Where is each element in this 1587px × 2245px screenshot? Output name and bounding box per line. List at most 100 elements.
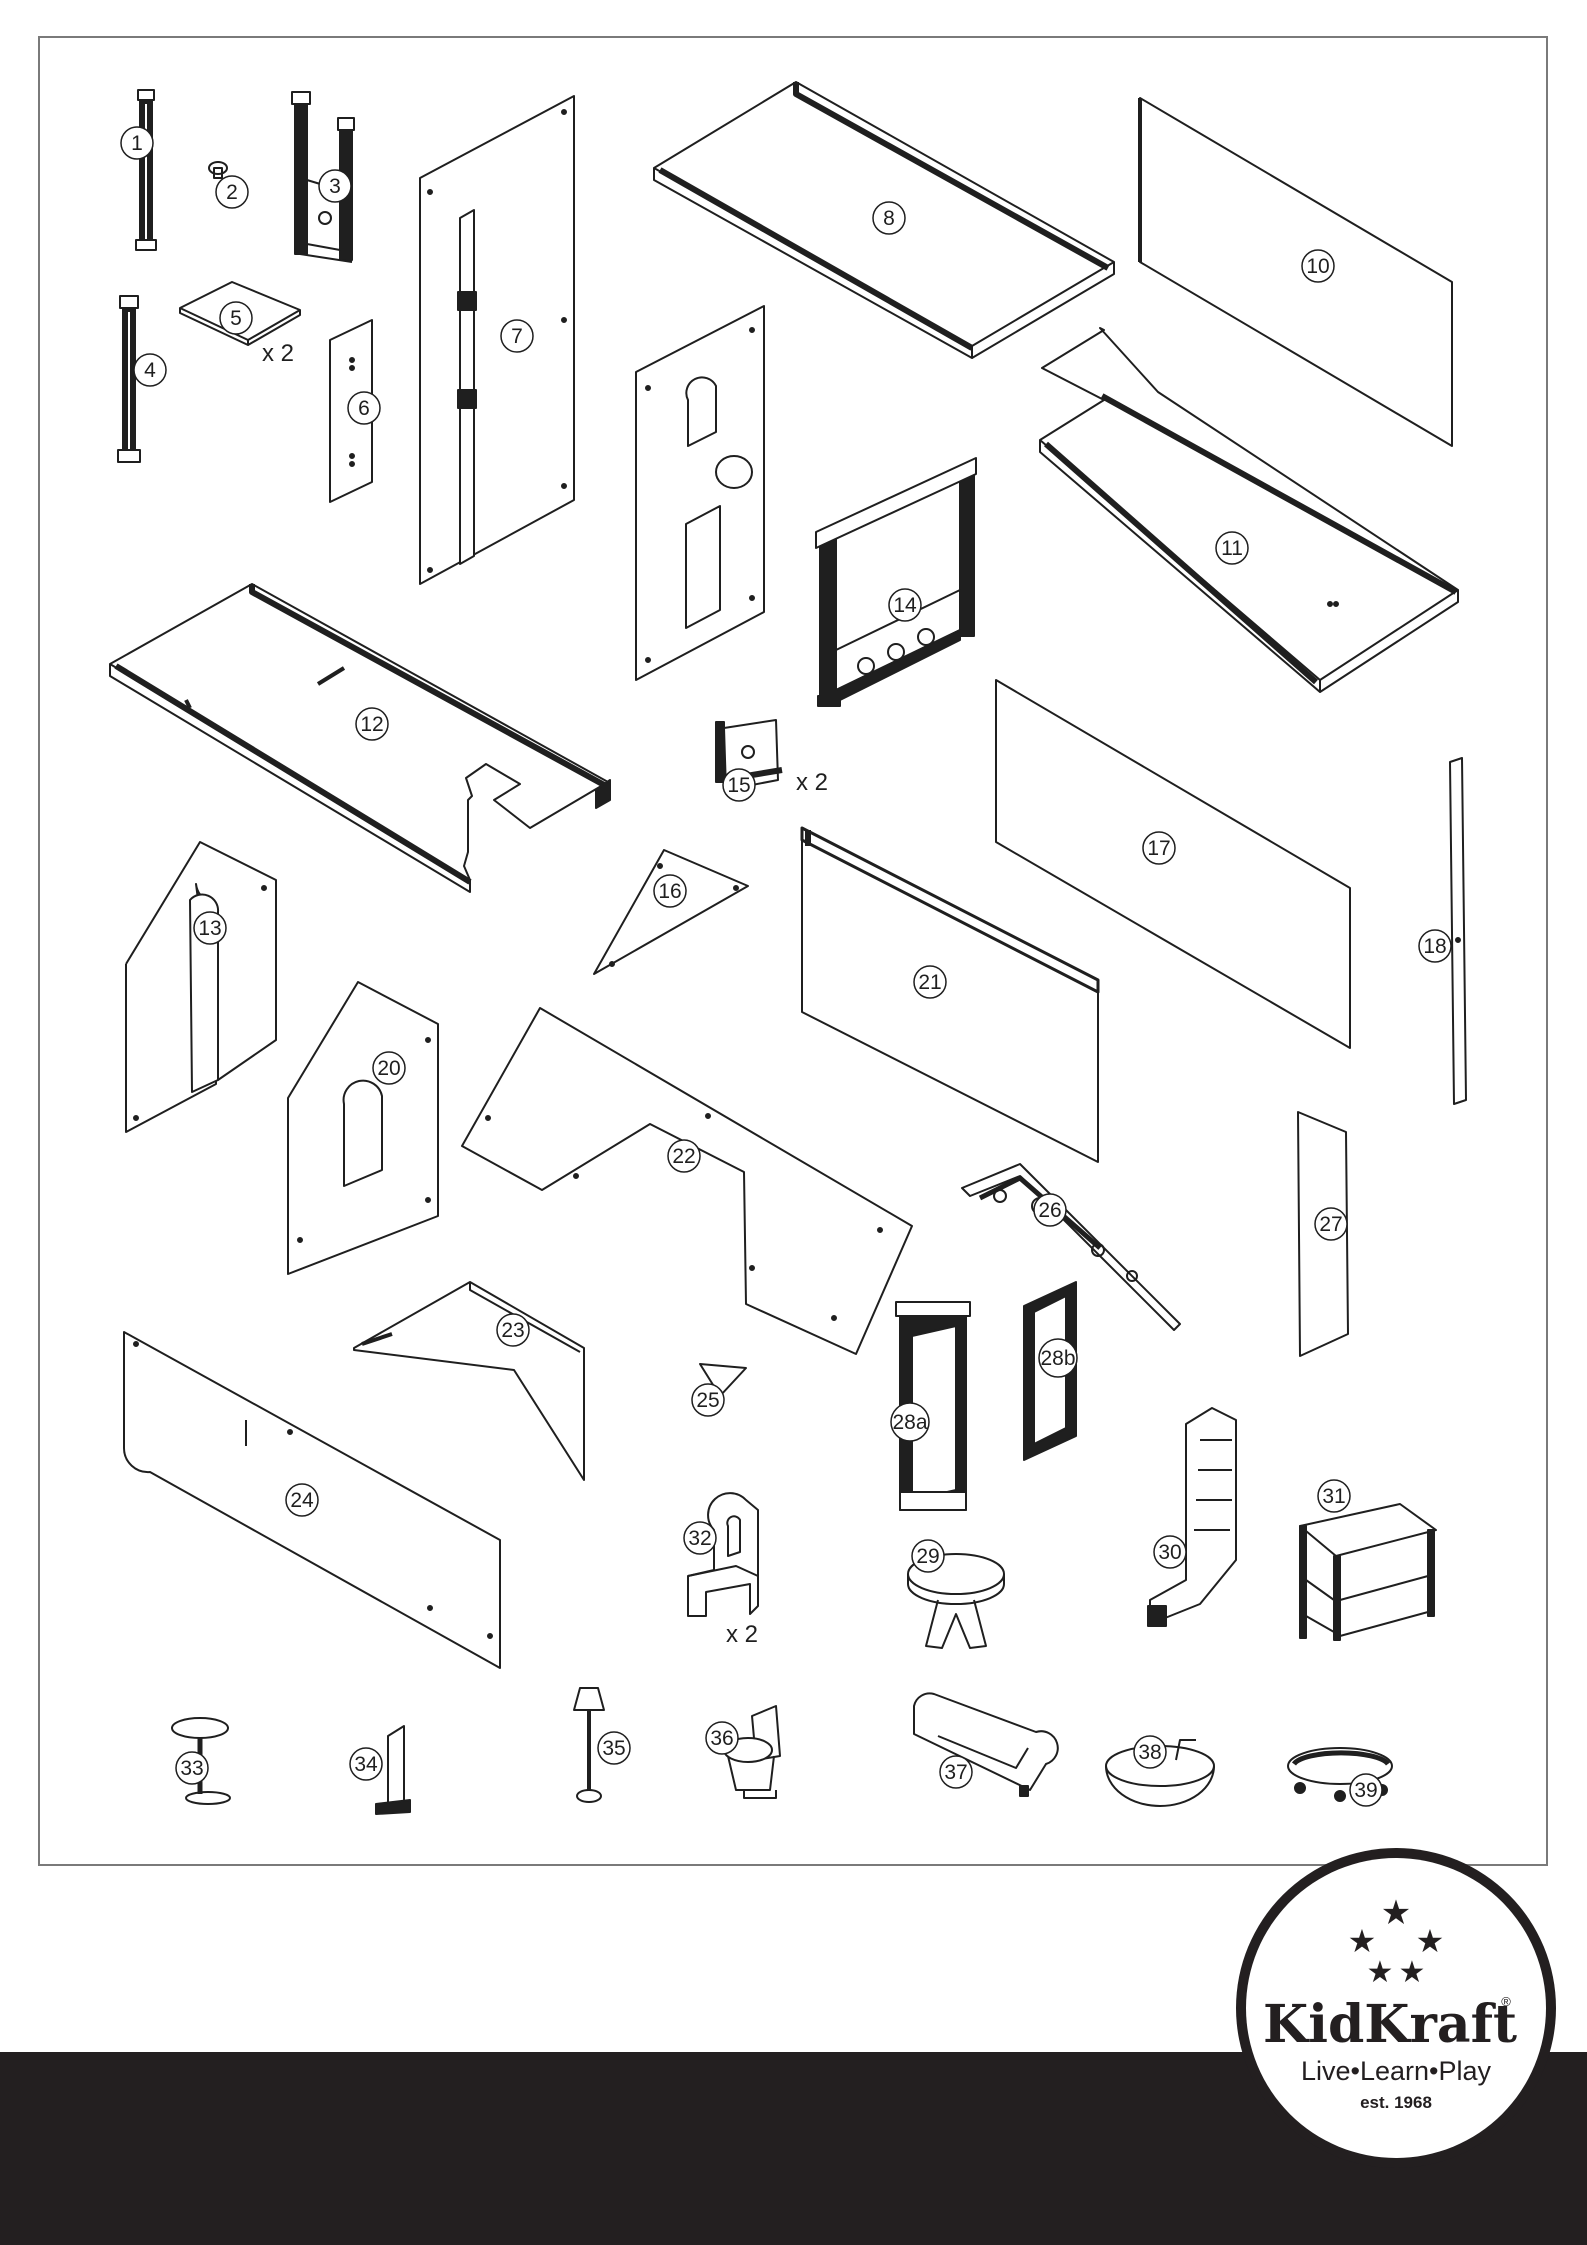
part-14-railing-frame <box>816 458 976 706</box>
callout-28b: 28b <box>1039 1339 1077 1377</box>
part-16-roof-brace <box>594 850 748 974</box>
callout-39: 39 <box>1350 1774 1382 1806</box>
callout-label: 1 <box>131 132 143 155</box>
callout-label: 39 <box>1354 1779 1377 1802</box>
part-18-tall-post <box>1450 758 1466 1104</box>
callout-label: 36 <box>710 1727 733 1750</box>
quantity-note-5: x 2 <box>262 340 294 367</box>
callout-16: 16 <box>654 875 686 907</box>
callout-3: 3 <box>319 170 351 202</box>
callout-label: 37 <box>944 1761 967 1784</box>
callout-34: 34 <box>350 1748 382 1780</box>
part-31-canopy-bed <box>1300 1504 1436 1640</box>
part-22-roof-panel <box>462 1008 912 1354</box>
part-wall-with-door <box>636 306 764 680</box>
callout-27: 27 <box>1315 1208 1347 1240</box>
callout-8: 8 <box>873 202 905 234</box>
callout-label: 31 <box>1322 1485 1345 1508</box>
callout-22: 22 <box>668 1140 700 1172</box>
callout-label: 17 <box>1147 837 1170 860</box>
callout-7: 7 <box>501 320 533 352</box>
callout-label: 38 <box>1138 1741 1161 1764</box>
callout-23: 23 <box>497 1314 529 1346</box>
svg-text:★: ★ <box>1367 1955 1394 1990</box>
brand-tagline: Live•Learn•Play <box>1301 2056 1492 2086</box>
callout-21: 21 <box>914 966 946 998</box>
callout-6: 6 <box>348 392 380 424</box>
callout-label: 30 <box>1158 1541 1181 1564</box>
callout-17: 17 <box>1143 832 1175 864</box>
callout-5: 5 <box>220 302 252 334</box>
callout-label: 7 <box>511 325 523 348</box>
callout-label: 20 <box>377 1057 400 1080</box>
callout-label: 6 <box>358 397 370 420</box>
callout-15: 15 <box>723 769 755 801</box>
callout-25: 25 <box>692 1384 724 1416</box>
part-callouts: 1234567810111213141516171820212223242526… <box>121 127 1451 1806</box>
callout-label: 29 <box>916 1545 939 1568</box>
callout-label: 14 <box>893 594 917 617</box>
callout-32: 32 <box>684 1522 716 1554</box>
svg-text:★: ★ <box>1399 1955 1426 1990</box>
callout-13: 13 <box>194 912 226 944</box>
callout-1: 1 <box>121 127 153 159</box>
callout-24: 24 <box>286 1484 318 1516</box>
kidkraft-logo: ★ ★ ★ ★ ★ KidKraft ® Live•Learn•Play est… <box>1234 1846 1558 2170</box>
part-20-gable-wall <box>288 982 438 1274</box>
part-21-side-wall <box>802 828 1098 1162</box>
callout-label: 13 <box>198 917 221 940</box>
callout-11: 11 <box>1216 532 1248 564</box>
callout-label: 25 <box>696 1389 719 1412</box>
part-1-post <box>136 90 156 250</box>
callout-label: 24 <box>290 1489 314 1512</box>
callout-33: 33 <box>176 1752 208 1784</box>
callout-label: 10 <box>1306 255 1329 278</box>
callout-label: 21 <box>918 971 941 994</box>
brand-name: KidKraft <box>1263 1994 1517 2055</box>
callout-10: 10 <box>1302 250 1334 282</box>
callout-label: 28b <box>1040 1347 1075 1370</box>
callout-label: 4 <box>144 359 156 382</box>
part-11-floor-board <box>1040 328 1458 692</box>
quantity-note-15: x 2 <box>796 769 828 796</box>
callout-2: 2 <box>216 176 248 208</box>
callout-label: 28a <box>892 1411 927 1434</box>
callout-label: 22 <box>672 1145 695 1168</box>
callout-label: 35 <box>602 1737 625 1760</box>
svg-text:★: ★ <box>1381 1893 1411 1933</box>
callout-label: 2 <box>226 181 238 204</box>
callout-label: 34 <box>354 1753 378 1776</box>
callout-38: 38 <box>1134 1736 1166 1768</box>
callout-label: 8 <box>883 207 895 230</box>
callout-30: 30 <box>1154 1536 1186 1568</box>
callout-label: 32 <box>688 1527 711 1550</box>
callout-18: 18 <box>1419 930 1451 962</box>
quantity-note-32: x 2 <box>726 1621 758 1648</box>
callout-4: 4 <box>134 354 166 386</box>
part-7-wall-panel <box>420 96 574 584</box>
part-30-spiral-staircase <box>1148 1408 1236 1626</box>
part-37-chaise-lounge <box>914 1693 1058 1796</box>
callout-label: 11 <box>1221 537 1243 560</box>
part-36-toilet <box>724 1706 780 1798</box>
callout-20: 20 <box>373 1052 405 1084</box>
callout-35: 35 <box>598 1732 630 1764</box>
callout-label: 12 <box>360 713 383 736</box>
callout-label: 26 <box>1038 1199 1061 1222</box>
callout-label: 16 <box>658 880 681 903</box>
callout-label: 23 <box>501 1319 524 1342</box>
callout-label: 27 <box>1319 1213 1342 1236</box>
callout-29: 29 <box>912 1540 944 1572</box>
callout-36: 36 <box>706 1722 738 1754</box>
callout-label: 18 <box>1423 935 1446 958</box>
callout-label: 15 <box>727 774 750 797</box>
callout-26: 26 <box>1034 1194 1066 1226</box>
callout-label: 5 <box>230 307 242 330</box>
part-12-floor-board <box>110 584 610 892</box>
callout-28a: 28a <box>891 1403 929 1441</box>
brand-established: est. 1968 <box>1360 2093 1432 2112</box>
callout-label: 3 <box>329 175 341 198</box>
callout-14: 14 <box>889 589 921 621</box>
part-13-gable-wall <box>126 842 276 1132</box>
registered-mark: ® <box>1501 1994 1511 2009</box>
